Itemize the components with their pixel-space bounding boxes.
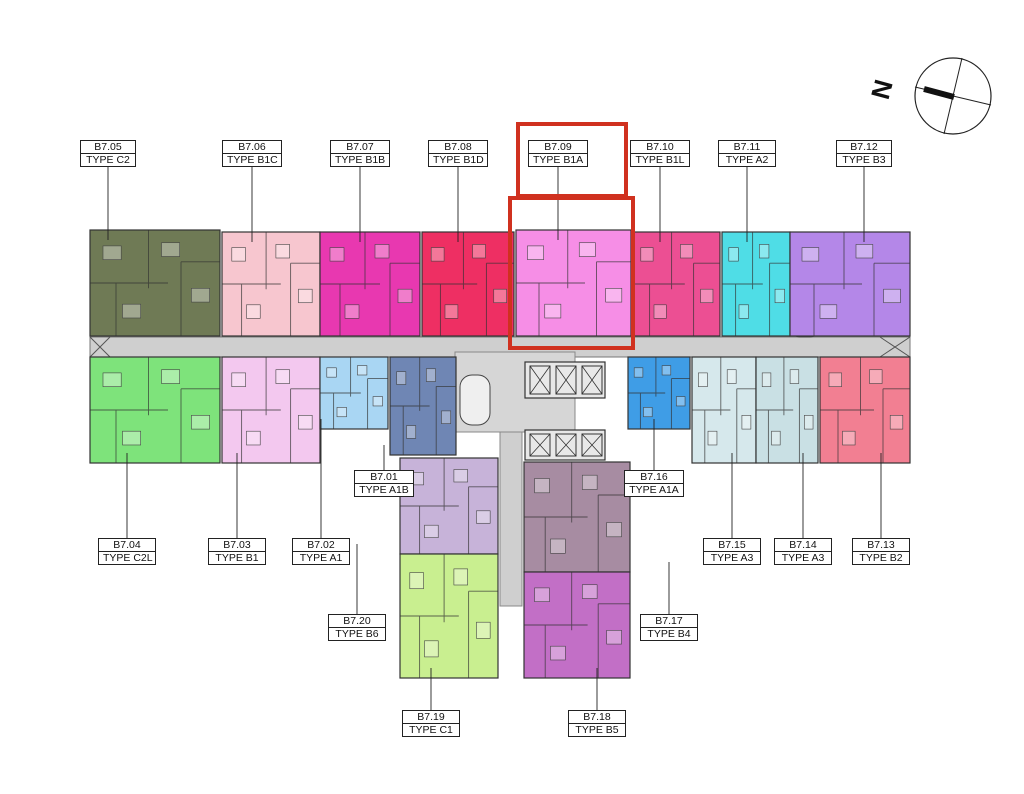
unit-type: TYPE A1 <box>299 552 343 564</box>
unit-id: B7.16 <box>625 471 683 484</box>
unit-id: B7.09 <box>529 141 587 154</box>
unit-type: TYPE C1 <box>409 724 453 736</box>
unit-type: TYPE B5 <box>575 724 619 736</box>
unit-id: B7.01 <box>355 471 413 484</box>
unit-b7-09[interactable] <box>515 229 632 337</box>
unit-type: TYPE B3 <box>842 154 886 166</box>
unit-type: TYPE A1A <box>629 484 679 496</box>
unit-b7-18[interactable] <box>523 571 631 679</box>
unit-id: B7.06 <box>223 141 281 154</box>
unit-b7-10[interactable] <box>631 231 721 337</box>
unit-type: TYPE A1B <box>359 484 409 496</box>
unit-b7-03[interactable] <box>221 356 321 464</box>
unit-b7-17[interactable] <box>523 461 631 573</box>
unit-type: TYPE B1 <box>215 552 259 564</box>
unit-b7-05[interactable] <box>89 229 221 337</box>
unit-id: B7.08 <box>429 141 487 154</box>
unit-id: B7.17 <box>641 615 697 628</box>
unit-type: TYPE C2L <box>103 552 153 564</box>
unit-type: TYPE B4 <box>647 628 691 640</box>
north-arrow-compass-icon <box>914 57 992 135</box>
unit-id: B7.12 <box>837 141 891 154</box>
unit-b7-16[interactable] <box>627 356 691 430</box>
unit-type: TYPE B1D <box>433 154 484 166</box>
unit-b7-14[interactable] <box>755 356 819 464</box>
unit-b7-13[interactable] <box>819 356 911 464</box>
selected-unit-highlight <box>508 122 635 350</box>
unit-b7-07[interactable] <box>319 231 421 337</box>
unit-b7-04[interactable] <box>89 356 221 464</box>
unit-id: B7.10 <box>631 141 689 154</box>
unit-b7-20[interactable] <box>399 457 499 555</box>
unit-id: B7.05 <box>81 141 135 154</box>
label-leaders <box>107 166 882 710</box>
unit-id: B7.20 <box>329 615 385 628</box>
unit-id: B7.14 <box>775 539 831 552</box>
unit-b7-01[interactable] <box>389 356 457 456</box>
unit-type: TYPE A3 <box>781 552 825 564</box>
unit-type: TYPE B1B <box>335 154 386 166</box>
unit-id: B7.02 <box>293 539 349 552</box>
unit-type: TYPE C2 <box>86 154 130 166</box>
unit-id: B7.18 <box>569 711 625 724</box>
unit-id: B7.04 <box>99 539 155 552</box>
unit-id: B7.11 <box>719 141 775 154</box>
unit-b7-02[interactable] <box>319 356 389 430</box>
unit-id: B7.03 <box>209 539 265 552</box>
unit-b7-19[interactable] <box>399 553 499 679</box>
unit-type: TYPE A3 <box>710 552 754 564</box>
unit-type: TYPE A2 <box>725 154 769 166</box>
unit-type: TYPE B1C <box>227 154 278 166</box>
unit-id: B7.15 <box>704 539 760 552</box>
unit-b7-11[interactable] <box>721 231 791 337</box>
unit-id: B7.13 <box>853 539 909 552</box>
unit-type: TYPE B1A <box>533 154 584 166</box>
unit-id: B7.19 <box>403 711 459 724</box>
unit-type: TYPE B6 <box>335 628 379 640</box>
unit-b7-08[interactable] <box>421 231 515 337</box>
unit-b7-12[interactable] <box>789 231 911 337</box>
unit-b7-06[interactable] <box>221 231 321 337</box>
unit-type: TYPE B1L <box>635 154 685 166</box>
unit-id: B7.07 <box>331 141 389 154</box>
unit-type: TYPE B2 <box>859 552 903 564</box>
unit-b7-15[interactable] <box>691 356 757 464</box>
